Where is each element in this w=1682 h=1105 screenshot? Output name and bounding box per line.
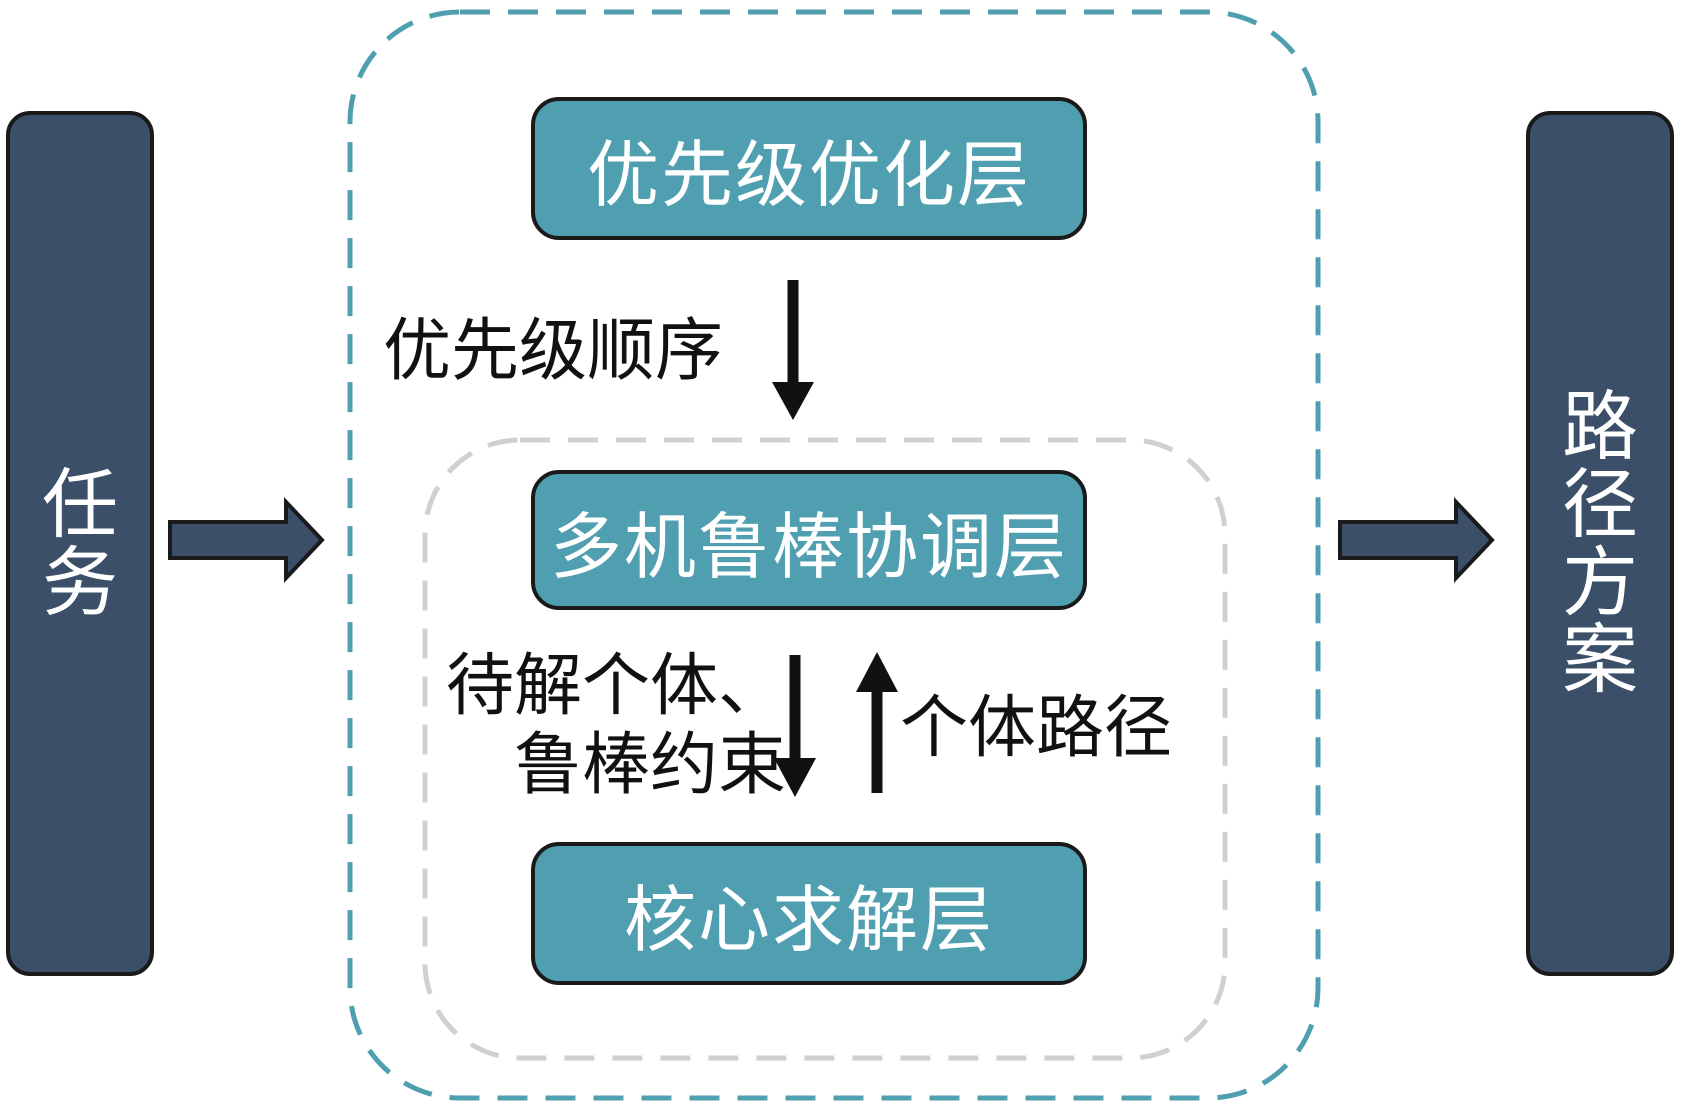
multi-robot-coordination-layer-label: 多机鲁棒协调层 (549, 504, 1068, 589)
outer-dashed-frame (347, 9, 1321, 1101)
input-task-bar: 任务 (6, 111, 154, 976)
priority-optimization-layer-label: 优先级优化层 (586, 133, 1031, 217)
pending-individuals-arrow (774, 655, 816, 797)
core-solver-layer-label: 核心求解层 (623, 878, 994, 962)
priority-order-arrow (772, 280, 814, 420)
output-block-arrow (1338, 496, 1495, 584)
core-solver-layer: 核心求解层 (531, 842, 1087, 985)
output-route-plan-bar: 路径方案 (1526, 111, 1674, 976)
input-task-label: 任务 (42, 459, 118, 627)
priority-optimization-layer: 优先级优化层 (531, 97, 1087, 240)
inner-dashed-frame (422, 437, 1228, 1061)
robust-constraints-line: 鲁棒约束 (514, 725, 787, 805)
individual-path-arrow (856, 652, 898, 793)
input-block-arrow (168, 496, 325, 584)
pending-individuals-line: 待解个体、 (446, 647, 787, 726)
multi-robot-coordination-layer: 多机鲁棒协调层 (531, 470, 1087, 610)
pending-individuals-constraints-label: 待解个体、 鲁棒约束 (446, 647, 787, 806)
output-route-plan-label: 路径方案 (1562, 382, 1638, 705)
priority-order-label: 优先级顺序 (383, 312, 724, 391)
individual-path-label: 个体路径 (900, 689, 1173, 768)
